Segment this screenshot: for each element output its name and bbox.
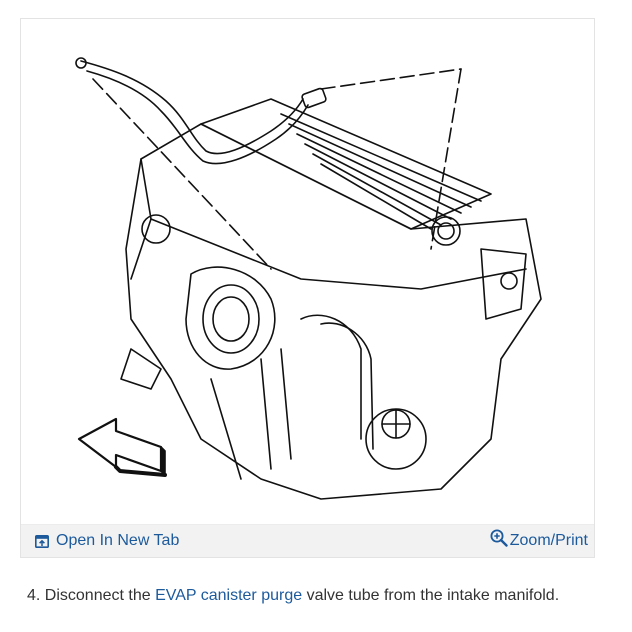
zoom-print-label: Zoom/Print <box>509 532 588 549</box>
figure-toolbar: Open In New Tab Zoom/Print <box>21 524 594 557</box>
figure-card: Open In New Tab Zoom/Print <box>20 18 595 558</box>
open-in-new-tab-button[interactable]: Open In New Tab <box>35 532 179 550</box>
engine-diagram <box>75 57 542 500</box>
caption-suffix: valve tube from the intake manifold. <box>302 587 560 604</box>
step-caption: 4. Disconnect the EVAP canister purge va… <box>27 587 559 605</box>
caption-prefix: 4. Disconnect the <box>27 587 156 604</box>
evap-canister-purge-link[interactable]: EVAP canister purge <box>155 587 303 604</box>
external-window-icon <box>35 534 49 548</box>
zoom-print-button[interactable]: Zoom/Print <box>490 529 588 550</box>
zoom-in-icon <box>490 529 508 547</box>
open-in-new-tab-label: Open In New Tab <box>56 532 180 549</box>
